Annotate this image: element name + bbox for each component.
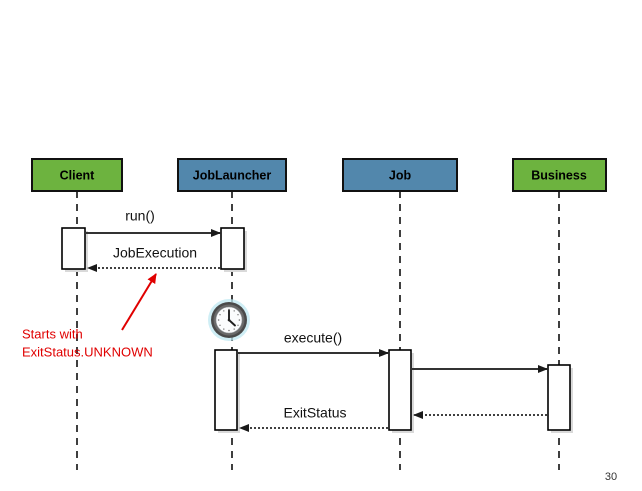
participant-box-job[interactable] (342, 158, 458, 192)
participant-label-job: Job (389, 168, 412, 182)
message-label-execute: execute() (284, 330, 342, 346)
clock-icon[interactable] (208, 299, 250, 341)
clock-icon-hour-hand (228, 319, 236, 327)
participant-label-client: Client (60, 168, 96, 182)
participant-client[interactable]: Client (31, 158, 123, 192)
participant-box-business[interactable] (512, 158, 607, 192)
message-label-exitstatus: ExitStatus (283, 405, 346, 421)
annotation-line-1: Starts with (22, 326, 83, 341)
activation-job[interactable] (388, 349, 412, 431)
activation-business[interactable] (547, 364, 571, 431)
message-label-run: run() (125, 208, 155, 224)
clock-icon-center-pin (227, 318, 231, 322)
activation-job-launcher-2[interactable] (214, 349, 238, 431)
participant-label-business: Business (531, 168, 587, 182)
message-execute[interactable]: execute() (237, 330, 389, 357)
activation-job-launcher-1[interactable] (220, 227, 245, 270)
activations-layer (61, 227, 573, 433)
annotation-line-2: ExitStatus.UNKNOWN (22, 344, 153, 359)
page-number: 30 (605, 471, 617, 483)
participant-business[interactable]: Business (512, 158, 607, 192)
message-jobexecution[interactable]: JobExecution (87, 245, 220, 272)
annotation-arrow (121, 273, 157, 331)
message-label-jobexecution: JobExecution (113, 245, 197, 261)
participant-job[interactable]: Job (342, 158, 458, 192)
participant-label-job-launcher: JobLauncher (193, 168, 272, 182)
message-exitstatus[interactable]: ExitStatus (239, 405, 388, 432)
annotation-starts-with: Starts with ExitStatus.UNKNOWN (22, 273, 157, 359)
participant-box-client[interactable] (31, 158, 123, 192)
participant-job-launcher[interactable]: JobLauncher (177, 158, 287, 192)
participant-box-job-launcher[interactable] (177, 158, 287, 192)
activation-client[interactable] (61, 227, 86, 270)
message-run[interactable]: run() (85, 208, 221, 237)
